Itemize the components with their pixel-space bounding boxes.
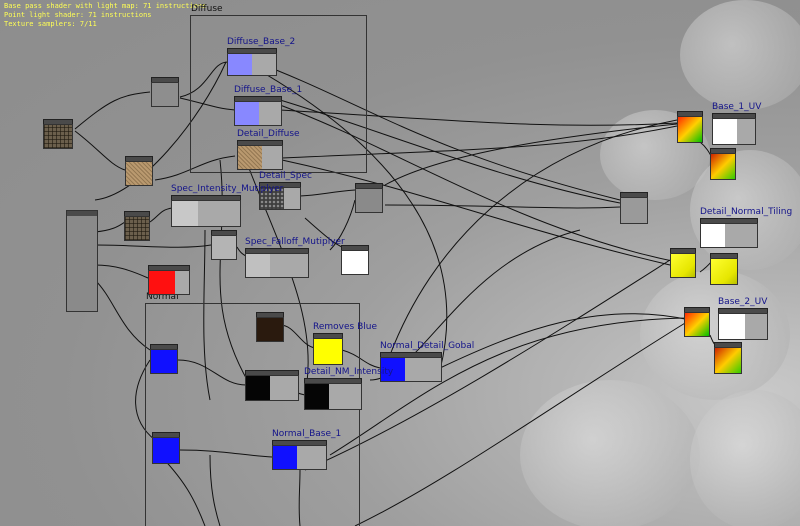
node-diffuse-multiply[interactable] [125,156,153,186]
node-uv-base-2-coord[interactable] [714,342,742,374]
node-normal-detail-sample[interactable] [150,344,178,374]
node-spec-add[interactable] [355,183,383,213]
stat-point-light: Point light shader: 71 instructions [4,11,206,20]
node-spec-intensity-mutiplyer[interactable]: Spec_Intensity_Mutiplyer [171,195,241,227]
node-base-1-uv[interactable]: Base_1_UV [712,113,756,145]
node-uv-base-1-coord[interactable] [710,148,736,180]
material-output-node[interactable] [66,210,98,312]
node-spec-power-multiply[interactable] [211,230,237,260]
node-diffuse-base-2-label: Diffuse_Base_2 [227,37,295,47]
stat-texture-samplers: Texture samplers: 7/11 [4,20,206,29]
node-spec-falloff-label: Spec_Falloff_Mutiplyer [245,237,345,247]
node-detail-diffuse-label: Detail_Diffuse [237,129,300,139]
node-detail-nm-intensity-label: Detail_NM_Intensity [304,367,393,377]
node-uv-base-1-multiply[interactable] [677,111,703,143]
node-diffuse-base-2[interactable]: Diffuse_Base_2 [227,48,277,76]
node-detail-diffuse[interactable]: Detail_Diffuse [237,140,283,170]
node-normal-multiply[interactable] [245,370,299,401]
node-emissive-constant[interactable] [148,265,190,295]
node-detail-tiling-coord[interactable] [710,253,738,285]
node-spec-intensity-label: Spec_Intensity_Mutiplyer [171,184,283,194]
node-texcoord-detail[interactable] [620,192,648,224]
node-texture-coordinate[interactable] [43,119,73,149]
node-base-2-uv-label: Base_2_UV [718,297,767,307]
node-uv-base-2-multiply[interactable] [684,307,710,337]
shader-stats: Base pass shader with light map: 71 inst… [4,2,206,29]
node-component-mask[interactable] [256,312,284,342]
node-normal-base-1[interactable]: Normal_Base_1 [272,440,327,470]
node-normal-detail-gobal-label: Normal_Detail_Gobal [380,341,474,351]
node-base-1-uv-label: Base_1_UV [712,102,761,112]
node-diffuse-base-1-label: Diffuse_Base_1 [234,85,302,95]
node-spec-multiply[interactable] [124,211,150,241]
node-removes-blue[interactable]: Removes Blue [313,333,343,365]
node-lerp-diffuse[interactable] [151,77,179,107]
node-diffuse-base-1[interactable]: Diffuse_Base_1 [234,96,282,126]
node-spec-falloff-mutiplyer[interactable]: Spec_Falloff_Mutiplyer [245,248,309,278]
node-detail-normal-tiling[interactable]: Detail_Normal_Tiling [700,218,758,248]
node-detail-normal-tiling-label: Detail_Normal_Tiling [700,207,792,217]
node-detail-tiling-multiply[interactable] [670,248,696,278]
node-normal-base-sample[interactable] [152,432,180,464]
node-normal-base-1-label: Normal_Base_1 [272,429,341,439]
node-base-2-uv[interactable]: Base_2_UV [718,308,768,340]
node-removes-blue-label: Removes Blue [313,322,377,332]
node-detail-spec-label: Detail_Spec [259,171,312,181]
stat-base-pass: Base pass shader with light map: 71 inst… [4,2,206,11]
group-diffuse-label: Diffuse [191,4,223,14]
node-spec-power-constant[interactable] [341,245,369,275]
node-detail-nm-intensity[interactable]: Detail_NM_Intensity [304,378,362,410]
